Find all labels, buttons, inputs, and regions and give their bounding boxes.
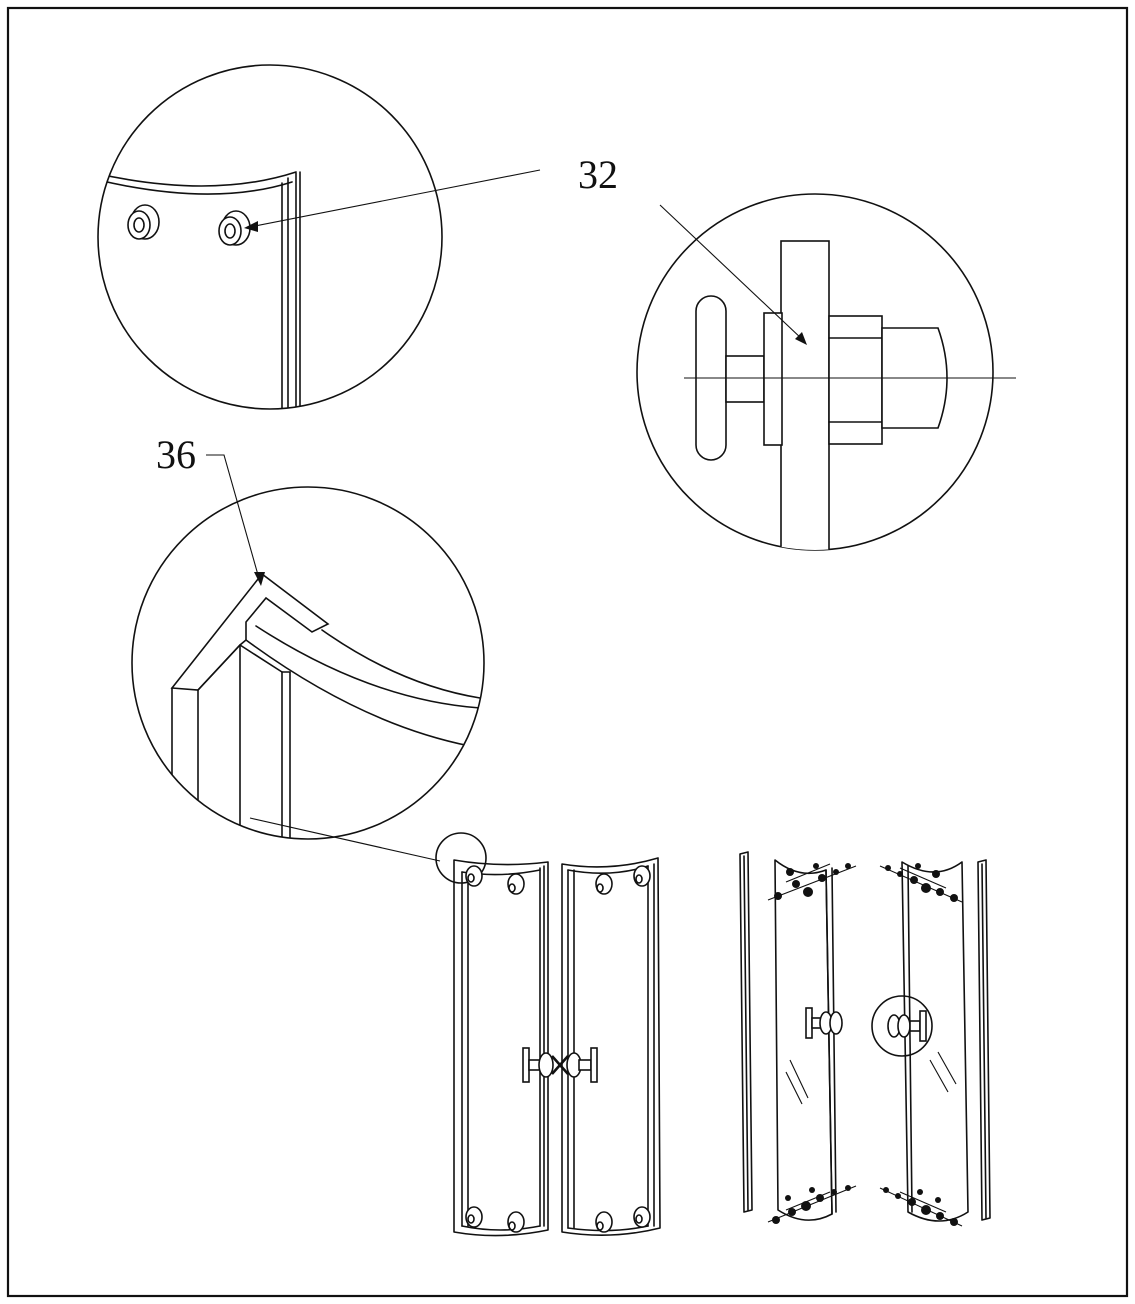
left-exploded-handle <box>805 1007 843 1039</box>
frame-border <box>6 6 1129 1298</box>
assembled-door-pair <box>435 832 661 1237</box>
center-handles <box>522 1047 598 1083</box>
right-door-panel <box>561 857 661 1236</box>
left-exploded-panel <box>774 859 837 1221</box>
callout-label-32: 32 <box>578 152 618 197</box>
detail-circle-right <box>636 193 1016 551</box>
detail-circle-top-left <box>97 64 541 410</box>
right-panel-bushings <box>595 865 651 1233</box>
exploded-door-view <box>739 851 991 1227</box>
detail-circle-seal <box>131 454 485 862</box>
bushing-left <box>127 204 160 240</box>
left-door-panel <box>453 859 549 1237</box>
left-seal-strip <box>739 851 753 1213</box>
callout-label-36: 36 <box>156 432 196 477</box>
right-seal-strip <box>977 859 991 1221</box>
bushing-right <box>218 210 251 246</box>
left-panel-bushings <box>465 865 525 1233</box>
right-exploded-handle <box>871 995 933 1057</box>
exploded-hardware <box>767 863 963 1227</box>
right-exploded-panel <box>901 861 969 1222</box>
